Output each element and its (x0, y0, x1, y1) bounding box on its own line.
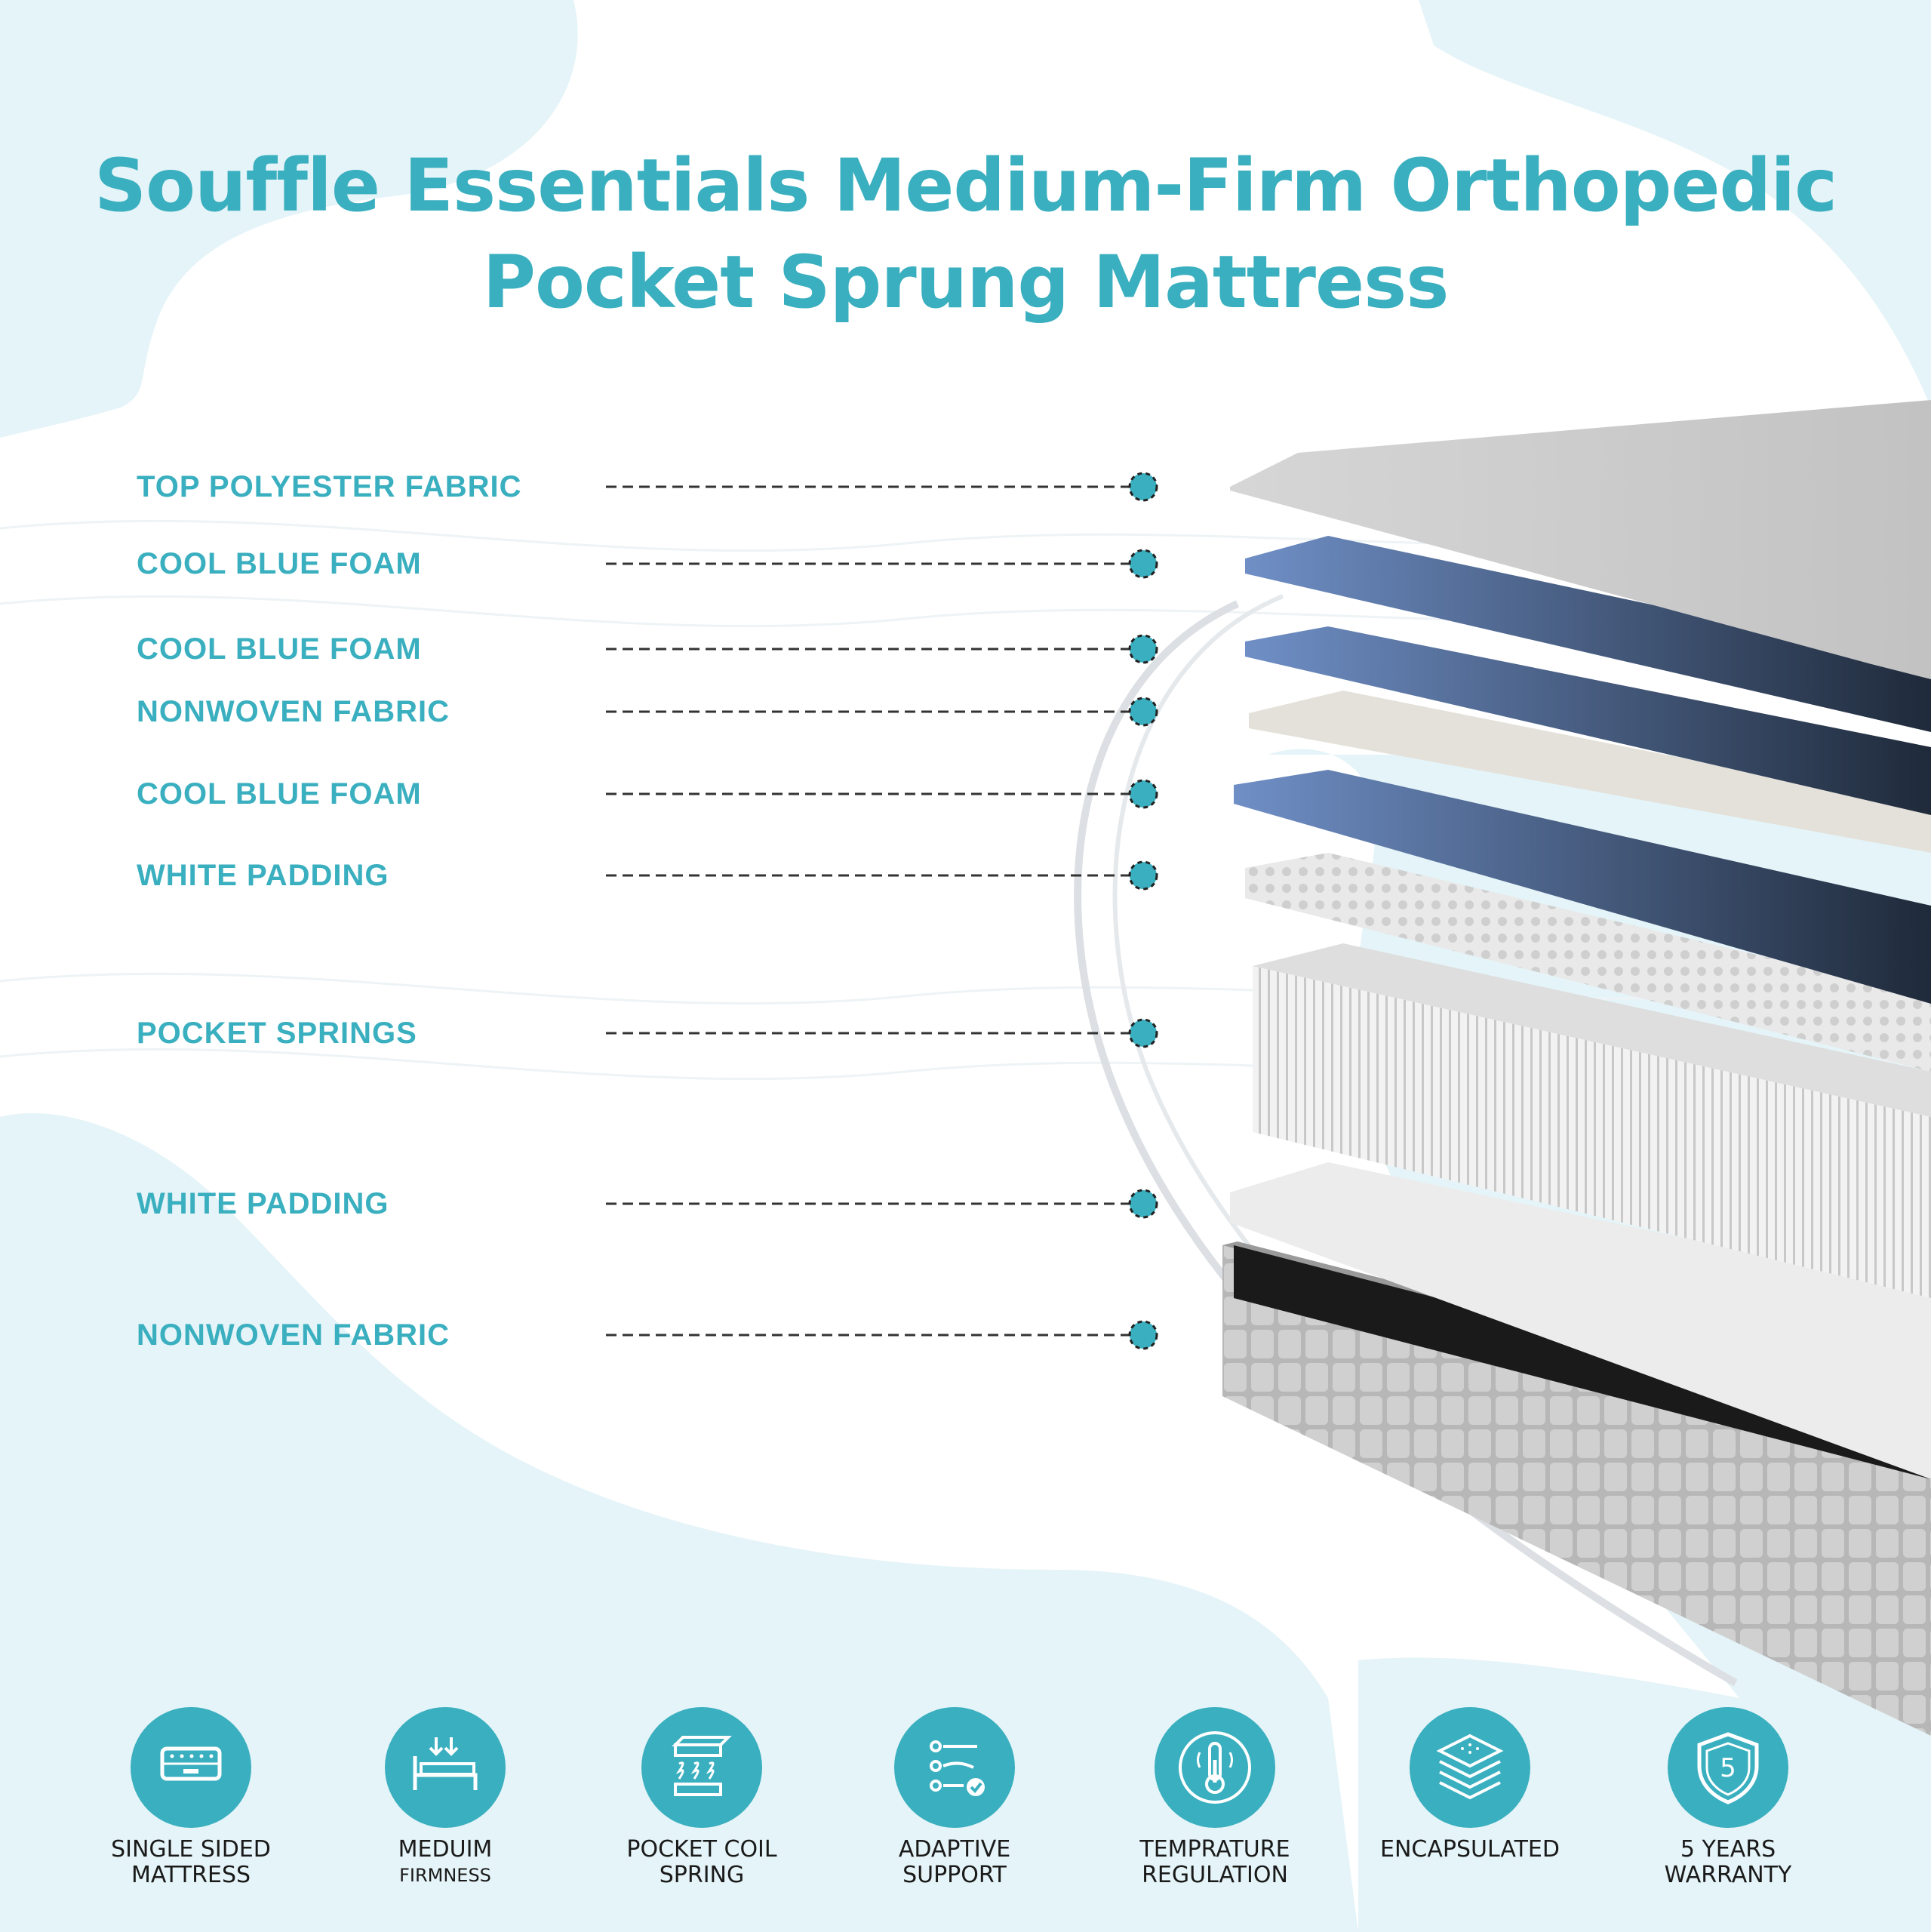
mattress-layer-nonwoven-fabric (1249, 691, 1931, 853)
feature-badge (1410, 1707, 1530, 1828)
feature-label-line-2: FIRMNESS (399, 1865, 491, 1886)
mattress-layer-cool-blue-foam-1 (1245, 536, 1931, 732)
shield-icon: 5 (1697, 1732, 1759, 1804)
feature-label-line-1: 5 YEARS (1680, 1836, 1776, 1863)
feature-label-line-1: SINGLE SIDED (111, 1836, 271, 1863)
layer-label-3: COOL BLUE FOAM (137, 632, 422, 666)
layer-label-7: POCKET SPRINGS (137, 1017, 417, 1050)
layer-label-6: WHITE PADDING (137, 859, 389, 892)
bed-firmness-icon (413, 1737, 478, 1790)
layer-label-1: TOP POLYESTER FABRIC (137, 470, 522, 503)
feature-6: ENCAPSULATED (1342, 1707, 1598, 1863)
feature-label-line-1: POCKET COIL (626, 1836, 777, 1863)
bg-blob-top-left (0, 0, 578, 438)
feature-badge (131, 1707, 251, 1828)
feature-badge (641, 1707, 762, 1828)
thermometer-icon (1179, 1731, 1251, 1804)
mattress-icon (160, 1746, 222, 1781)
feature-badge (1155, 1707, 1275, 1828)
layer-label-8: WHITE PADDING (137, 1187, 389, 1220)
feature-label-line-2: MATTRESS (131, 1862, 251, 1888)
sleep-positions-icon (930, 1740, 985, 1796)
layer-label-4: NONWOVEN FABRIC (137, 695, 450, 728)
layer-label-2: COOL BLUE FOAM (137, 547, 422, 580)
page-title-line-2: Pocket Sprung Mattress (482, 240, 1450, 325)
bg-blob-bottom (0, 1113, 1358, 1932)
warranty-years-number: 5 (1720, 1753, 1736, 1783)
feature-label-line-2: SPRING (659, 1862, 745, 1888)
mattress-layer-cool-blue-foam-2 (1245, 626, 1931, 815)
feature-label-line-2: WARRANTY (1664, 1862, 1792, 1888)
feature-label-line-2: SUPPORT (902, 1862, 1007, 1888)
mattress-layer-white-padding-top (1245, 853, 1931, 1072)
layer-label-9: NONWOVEN FABRIC (137, 1318, 450, 1352)
mattress-layer-top-polyester-fabric (1230, 400, 1931, 679)
mattress-layer-white-padding-bottom (1230, 1162, 1931, 1479)
page-title-line-1: Souffle Essentials Medium-Firm Orthopedi… (94, 143, 1837, 228)
feature-label-line-1: MEDUIM (398, 1836, 493, 1863)
layer-label-5: COOL BLUE FOAM (137, 777, 422, 811)
feature-badge (385, 1707, 506, 1828)
feature-label-line-1: ADAPTIVE (898, 1836, 1011, 1863)
mattress-layer-pocket-springs (1253, 943, 1931, 1298)
feature-badge: 5 (1668, 1707, 1788, 1828)
layers-icon (1436, 1734, 1504, 1800)
bg-blob-top-right (1419, 0, 1931, 408)
mattress-layer-cool-blue-foam-3 (1234, 770, 1931, 1004)
coil-spring-icon (672, 1736, 732, 1796)
feature-badge (894, 1707, 1015, 1828)
feature-label-line-1: TEMPRATURE (1139, 1836, 1290, 1863)
bg-swoosh-arc (1074, 600, 1738, 1687)
feature-label-line-2: REGULATION (1142, 1862, 1288, 1888)
feature-label-line-1: ENCAPSULATED (1380, 1836, 1560, 1863)
mattress-layers-illustration (1222, 400, 1931, 1736)
